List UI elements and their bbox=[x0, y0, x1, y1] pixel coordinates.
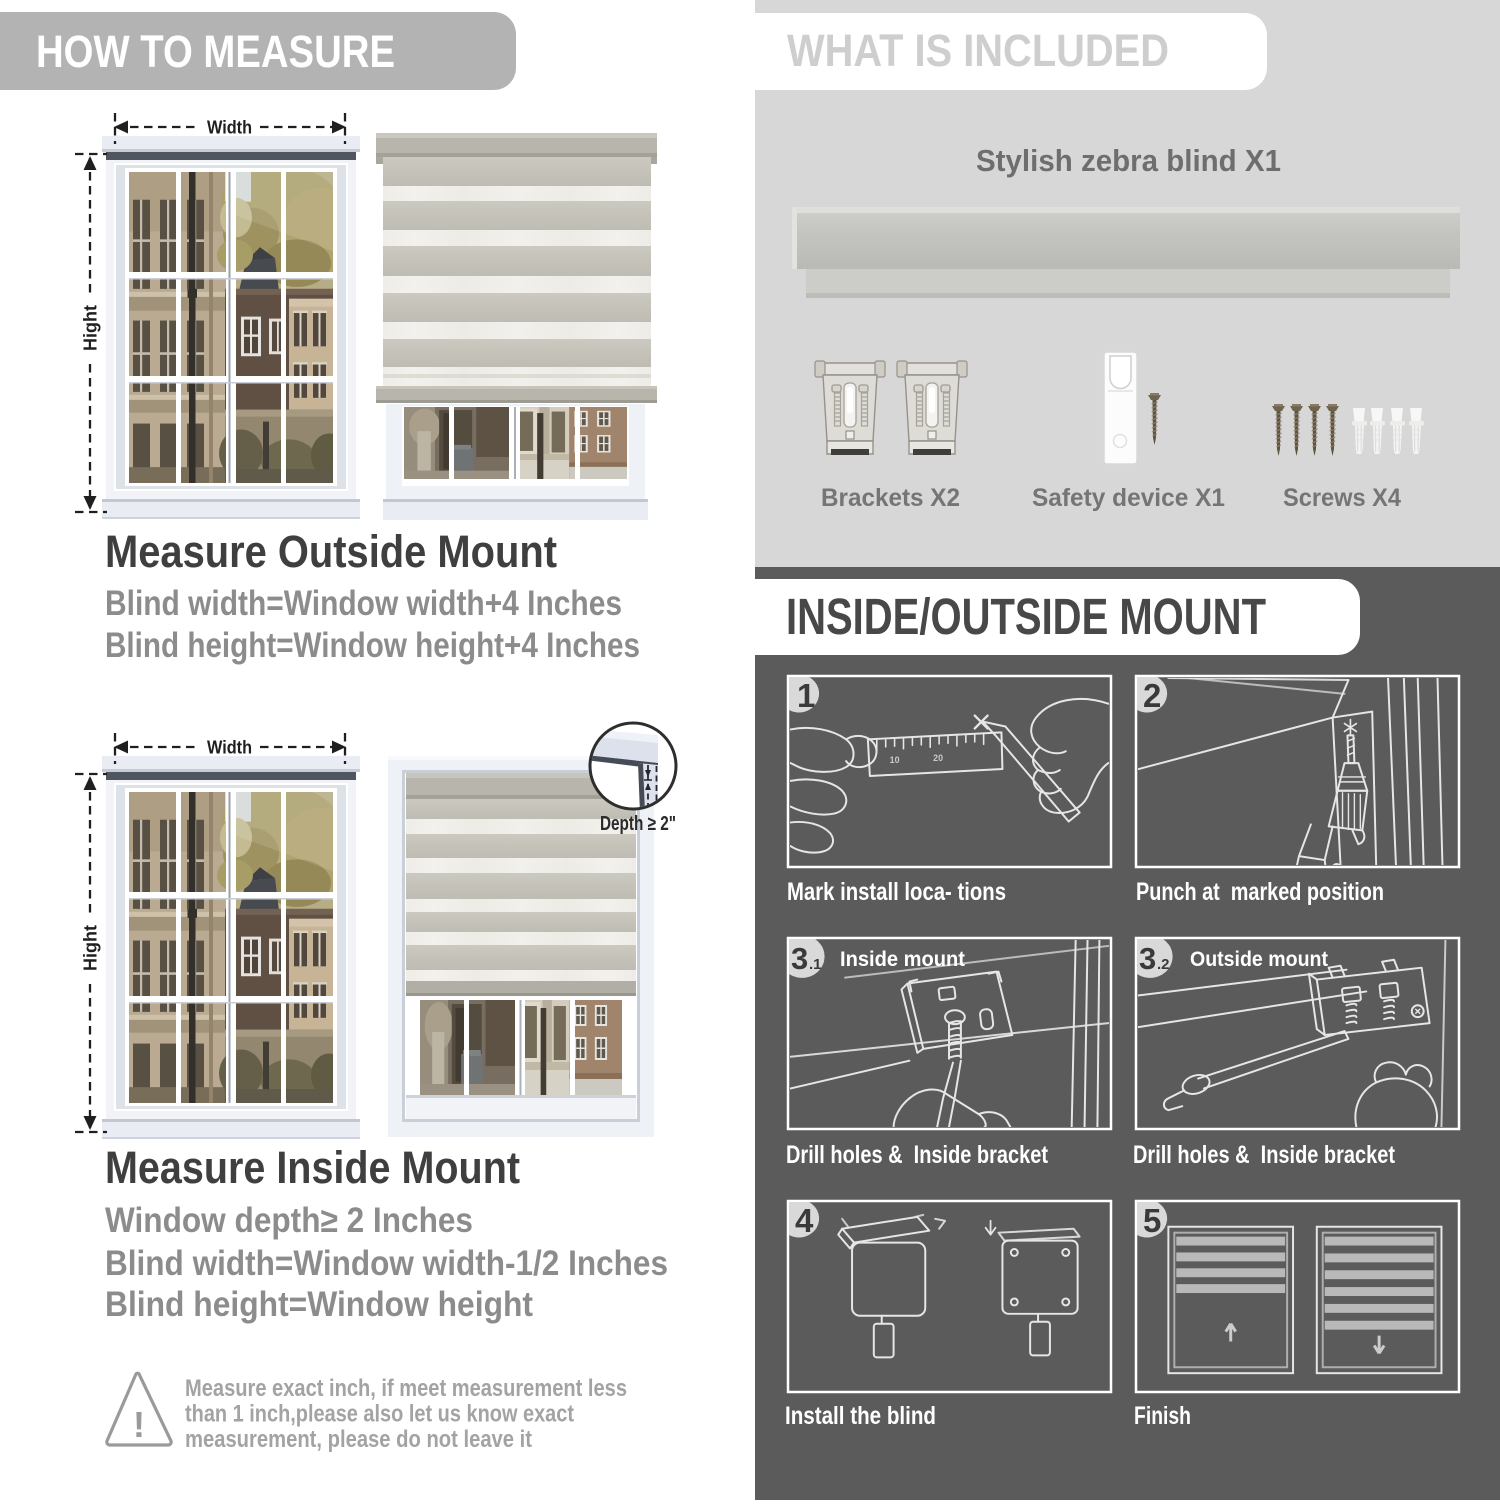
svg-text:Depth ≥ 2": Depth ≥ 2" bbox=[600, 813, 676, 835]
svg-text:4: 4 bbox=[795, 1202, 814, 1239]
svg-text:INSIDE/OUTSIDE MOUNT: INSIDE/OUTSIDE MOUNT bbox=[786, 588, 1266, 645]
svg-text:Install the blind: Install the blind bbox=[785, 1402, 936, 1430]
svg-text:Safety device X1: Safety device X1 bbox=[1032, 484, 1225, 512]
svg-text:Blind height=Window height+4 I: Blind height=Window height+4 Inches bbox=[105, 626, 640, 665]
svg-text:3: 3 bbox=[791, 941, 808, 976]
svg-text:Measure Outside Mount: Measure Outside Mount bbox=[105, 526, 557, 577]
svg-text:Drill holes & Inside bracket: Drill holes & Inside bracket bbox=[1133, 1141, 1396, 1169]
svg-text:Punch at marked position: Punch at marked position bbox=[1136, 878, 1384, 906]
svg-text:Window depth≥ 2 Inches: Window depth≥ 2 Inches bbox=[105, 1201, 473, 1240]
svg-text:Brackets X2: Brackets X2 bbox=[821, 484, 960, 512]
svg-text:Inside mount: Inside mount bbox=[840, 948, 965, 971]
svg-text:2: 2 bbox=[1143, 677, 1161, 714]
svg-text:measurement, please do not lea: measurement, please do not leave it bbox=[185, 1426, 532, 1453]
svg-text:.2: .2 bbox=[1157, 956, 1170, 973]
svg-text:Stylish zebra blind X1: Stylish zebra blind X1 bbox=[976, 143, 1281, 178]
svg-text:Measure Inside Mount: Measure Inside Mount bbox=[105, 1142, 520, 1193]
svg-text:Outside mount: Outside mount bbox=[1190, 948, 1328, 971]
svg-text:Measure exact inch, if meet me: Measure exact inch, if meet measurement … bbox=[185, 1375, 627, 1402]
svg-text:Blind height=Window height: Blind height=Window height bbox=[105, 1285, 533, 1324]
svg-text:than 1 inch,please also let us: than 1 inch,please also let us know exac… bbox=[185, 1401, 574, 1428]
svg-text:.1: .1 bbox=[809, 956, 822, 973]
svg-text:Blind width=Window width+4 Inc: Blind width=Window width+4 Inches bbox=[105, 584, 622, 623]
svg-text:!: ! bbox=[133, 1404, 145, 1445]
svg-text:Drill holes & Inside bracket: Drill holes & Inside bracket bbox=[786, 1141, 1049, 1169]
svg-text:Blind width=Window width-1/2 I: Blind width=Window width-1/2 Inches bbox=[105, 1244, 668, 1283]
svg-text:Mark install loca- tions: Mark install loca- tions bbox=[787, 878, 1006, 906]
svg-text:5: 5 bbox=[1143, 1202, 1161, 1239]
svg-text:Finish: Finish bbox=[1134, 1402, 1191, 1430]
svg-text:1: 1 bbox=[797, 677, 815, 714]
svg-text:Screws X4: Screws X4 bbox=[1283, 484, 1401, 512]
svg-text:WHAT IS INCLUDED: WHAT IS INCLUDED bbox=[787, 25, 1169, 76]
svg-text:HOW TO MEASURE: HOW TO MEASURE bbox=[36, 26, 395, 77]
svg-text:3: 3 bbox=[1139, 941, 1156, 976]
